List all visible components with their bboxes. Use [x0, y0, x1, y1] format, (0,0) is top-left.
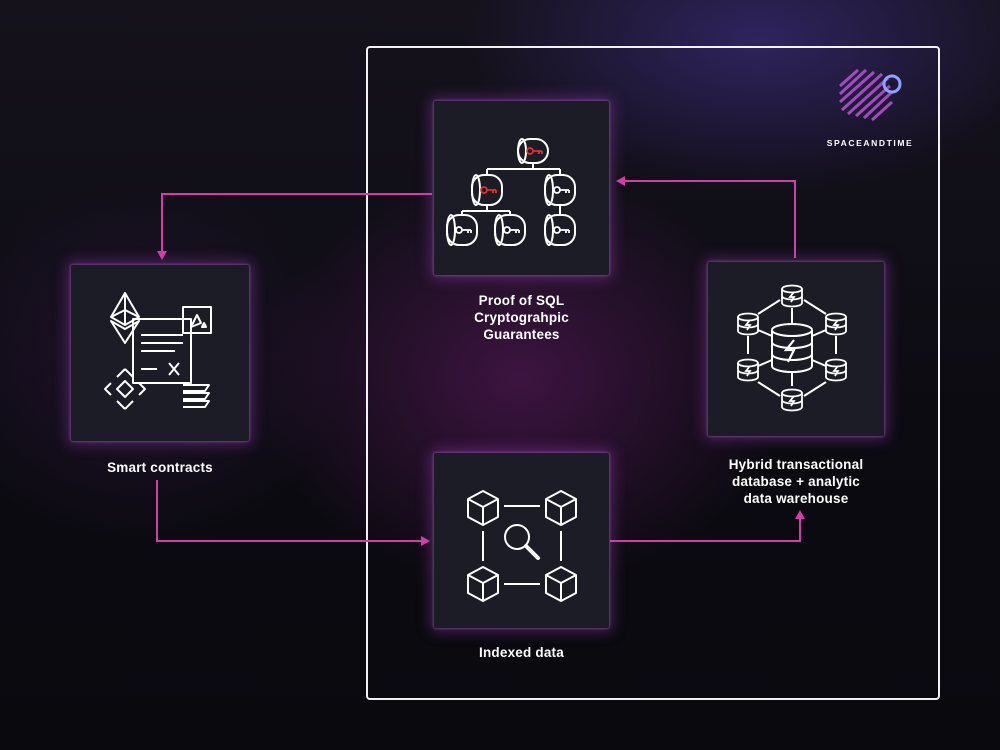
proof-of-sql-label: Proof of SQL Cryptograhpic Guarantees	[434, 292, 609, 343]
arrow-hybrid-to-proof	[616, 176, 796, 258]
smart-contracts-label: Smart contracts	[71, 459, 249, 476]
smart-contracts-card	[71, 265, 249, 441]
brand-name: SPACEANDTIME	[826, 138, 914, 148]
indexed-blocks-search-icon	[467, 490, 577, 602]
hybrid-database-card	[708, 262, 884, 436]
proof-of-sql-label-line-1: Proof of SQL	[478, 293, 565, 308]
arrow-contracts-to-indexed	[156, 480, 430, 546]
proof-of-sql-label-line-3: Guarantees	[483, 327, 560, 342]
hybrid-database-label-line-2: database + analytic	[732, 474, 860, 489]
indexed-data-label: Indexed data	[434, 644, 609, 661]
proof-of-sql-label-line-2: Cryptograhpic	[474, 310, 569, 325]
smart-contract-chains-icon	[104, 292, 212, 410]
arrow-indexed-to-hybrid	[610, 510, 805, 542]
database-tree-key-icon	[446, 138, 576, 246]
space-and-time-logo-icon	[838, 68, 902, 122]
indexed-data-label-line-1: Indexed data	[479, 645, 564, 660]
hybrid-database-label-line-1: Hybrid transactional	[728, 457, 864, 472]
arrow-proof-to-contracts	[157, 193, 432, 260]
hybrid-database-network-icon	[737, 284, 847, 412]
hybrid-database-label-line-3: data warehouse	[743, 491, 849, 506]
indexed-data-card	[434, 453, 609, 628]
hybrid-database-label: Hybrid transactional database + analytic…	[700, 456, 892, 507]
proof-of-sql-card	[434, 101, 609, 275]
smart-contracts-label-line-1: Smart contracts	[107, 460, 213, 475]
space-and-time-boundary	[366, 46, 940, 700]
